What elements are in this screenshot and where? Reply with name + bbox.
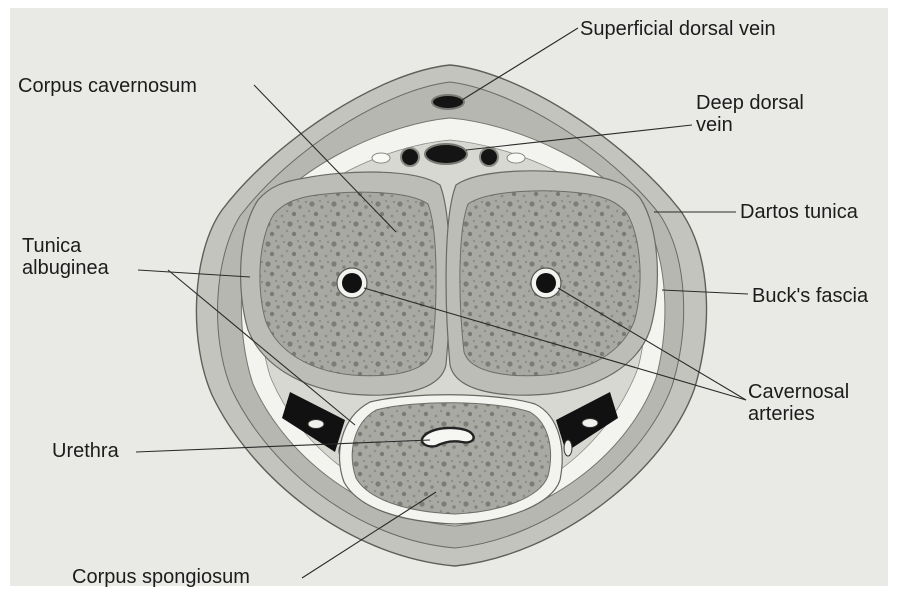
lateral-vessel-right	[582, 419, 598, 428]
label-cavernosal-arteries: Cavernosal arteries	[748, 381, 849, 425]
corpus-spongiosum-body	[352, 403, 550, 514]
label-bucks-fascia: Buck's fascia	[752, 285, 868, 307]
dorsal-nerve-left	[372, 153, 390, 163]
dorsal-artery-left	[401, 148, 419, 166]
label-superficial-dorsal-vein: Superficial dorsal vein	[580, 18, 776, 40]
spongiosum-vessel-right	[564, 440, 572, 456]
label-urethra: Urethra	[52, 440, 119, 462]
label-corpus-cavernosum: Corpus cavernosum	[18, 75, 197, 97]
label-deep-dorsal-vein: Deep dorsal vein	[696, 92, 804, 136]
label-tunica-albuginea: Tunica albuginea	[22, 235, 109, 279]
lateral-vessel-left	[308, 420, 324, 429]
superficial-dorsal-vein	[432, 95, 464, 109]
deep-dorsal-vein	[425, 144, 467, 164]
dorsal-artery-right	[480, 148, 498, 166]
label-corpus-spongiosum: Corpus spongiosum	[72, 566, 250, 588]
dorsal-nerve-right	[507, 153, 525, 163]
label-dartos-tunica: Dartos tunica	[740, 201, 858, 223]
